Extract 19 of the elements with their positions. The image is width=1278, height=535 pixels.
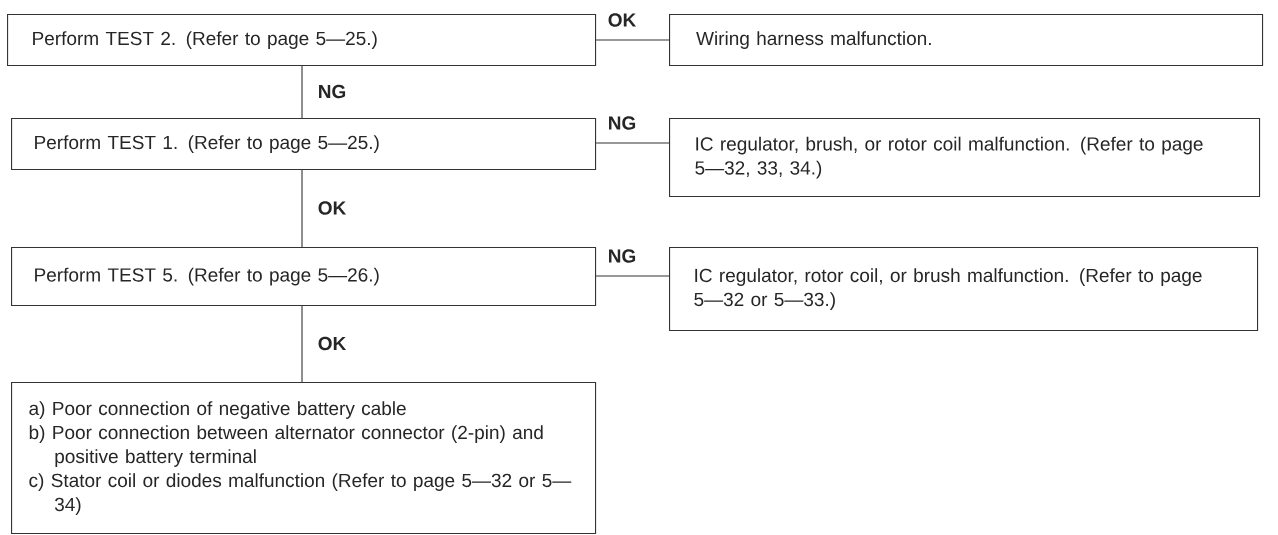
- list-box: a) Poor connection of negative battery cable b) Poor connection between alternator connector (2-pin) and positive battery terminal c) Stator coil or diodes malfunction (Refer to page 5—32 or 5—34): [11, 382, 597, 535]
- edge-label: NG: [319, 84, 346, 99]
- process-box: IC regulator, brush, or rotor coil malfunction. (Refer to page 5—32, 33, 34.): [669, 118, 1261, 198]
- process-box: IC regulator, rotor coil, or brush malfunction. (Refer to page 5—32 or 5—33.): [669, 247, 1259, 332]
- connector-line: [595, 275, 670, 277]
- edge-label: NG: [609, 249, 636, 263]
- edge-label: NG: [609, 116, 636, 130]
- connector-line: [595, 39, 670, 41]
- process-box: Perform TEST 5. (Refer to page 5—26.): [11, 247, 597, 307]
- connector-line: [301, 305, 303, 383]
- edge-label: OK: [318, 201, 347, 215]
- edge-label: OK: [608, 13, 637, 27]
- connector-line: [301, 169, 303, 248]
- connector-line: [301, 65, 303, 119]
- connector-line: [595, 142, 670, 144]
- process-box: Perform TEST 2. (Refer to page 5—25.): [7, 14, 597, 67]
- process-box: Perform TEST 1. (Refer to page 5—25.): [11, 118, 597, 171]
- process-box: Wiring harness malfunction.: [669, 14, 1264, 67]
- edge-label: OK: [318, 336, 347, 351]
